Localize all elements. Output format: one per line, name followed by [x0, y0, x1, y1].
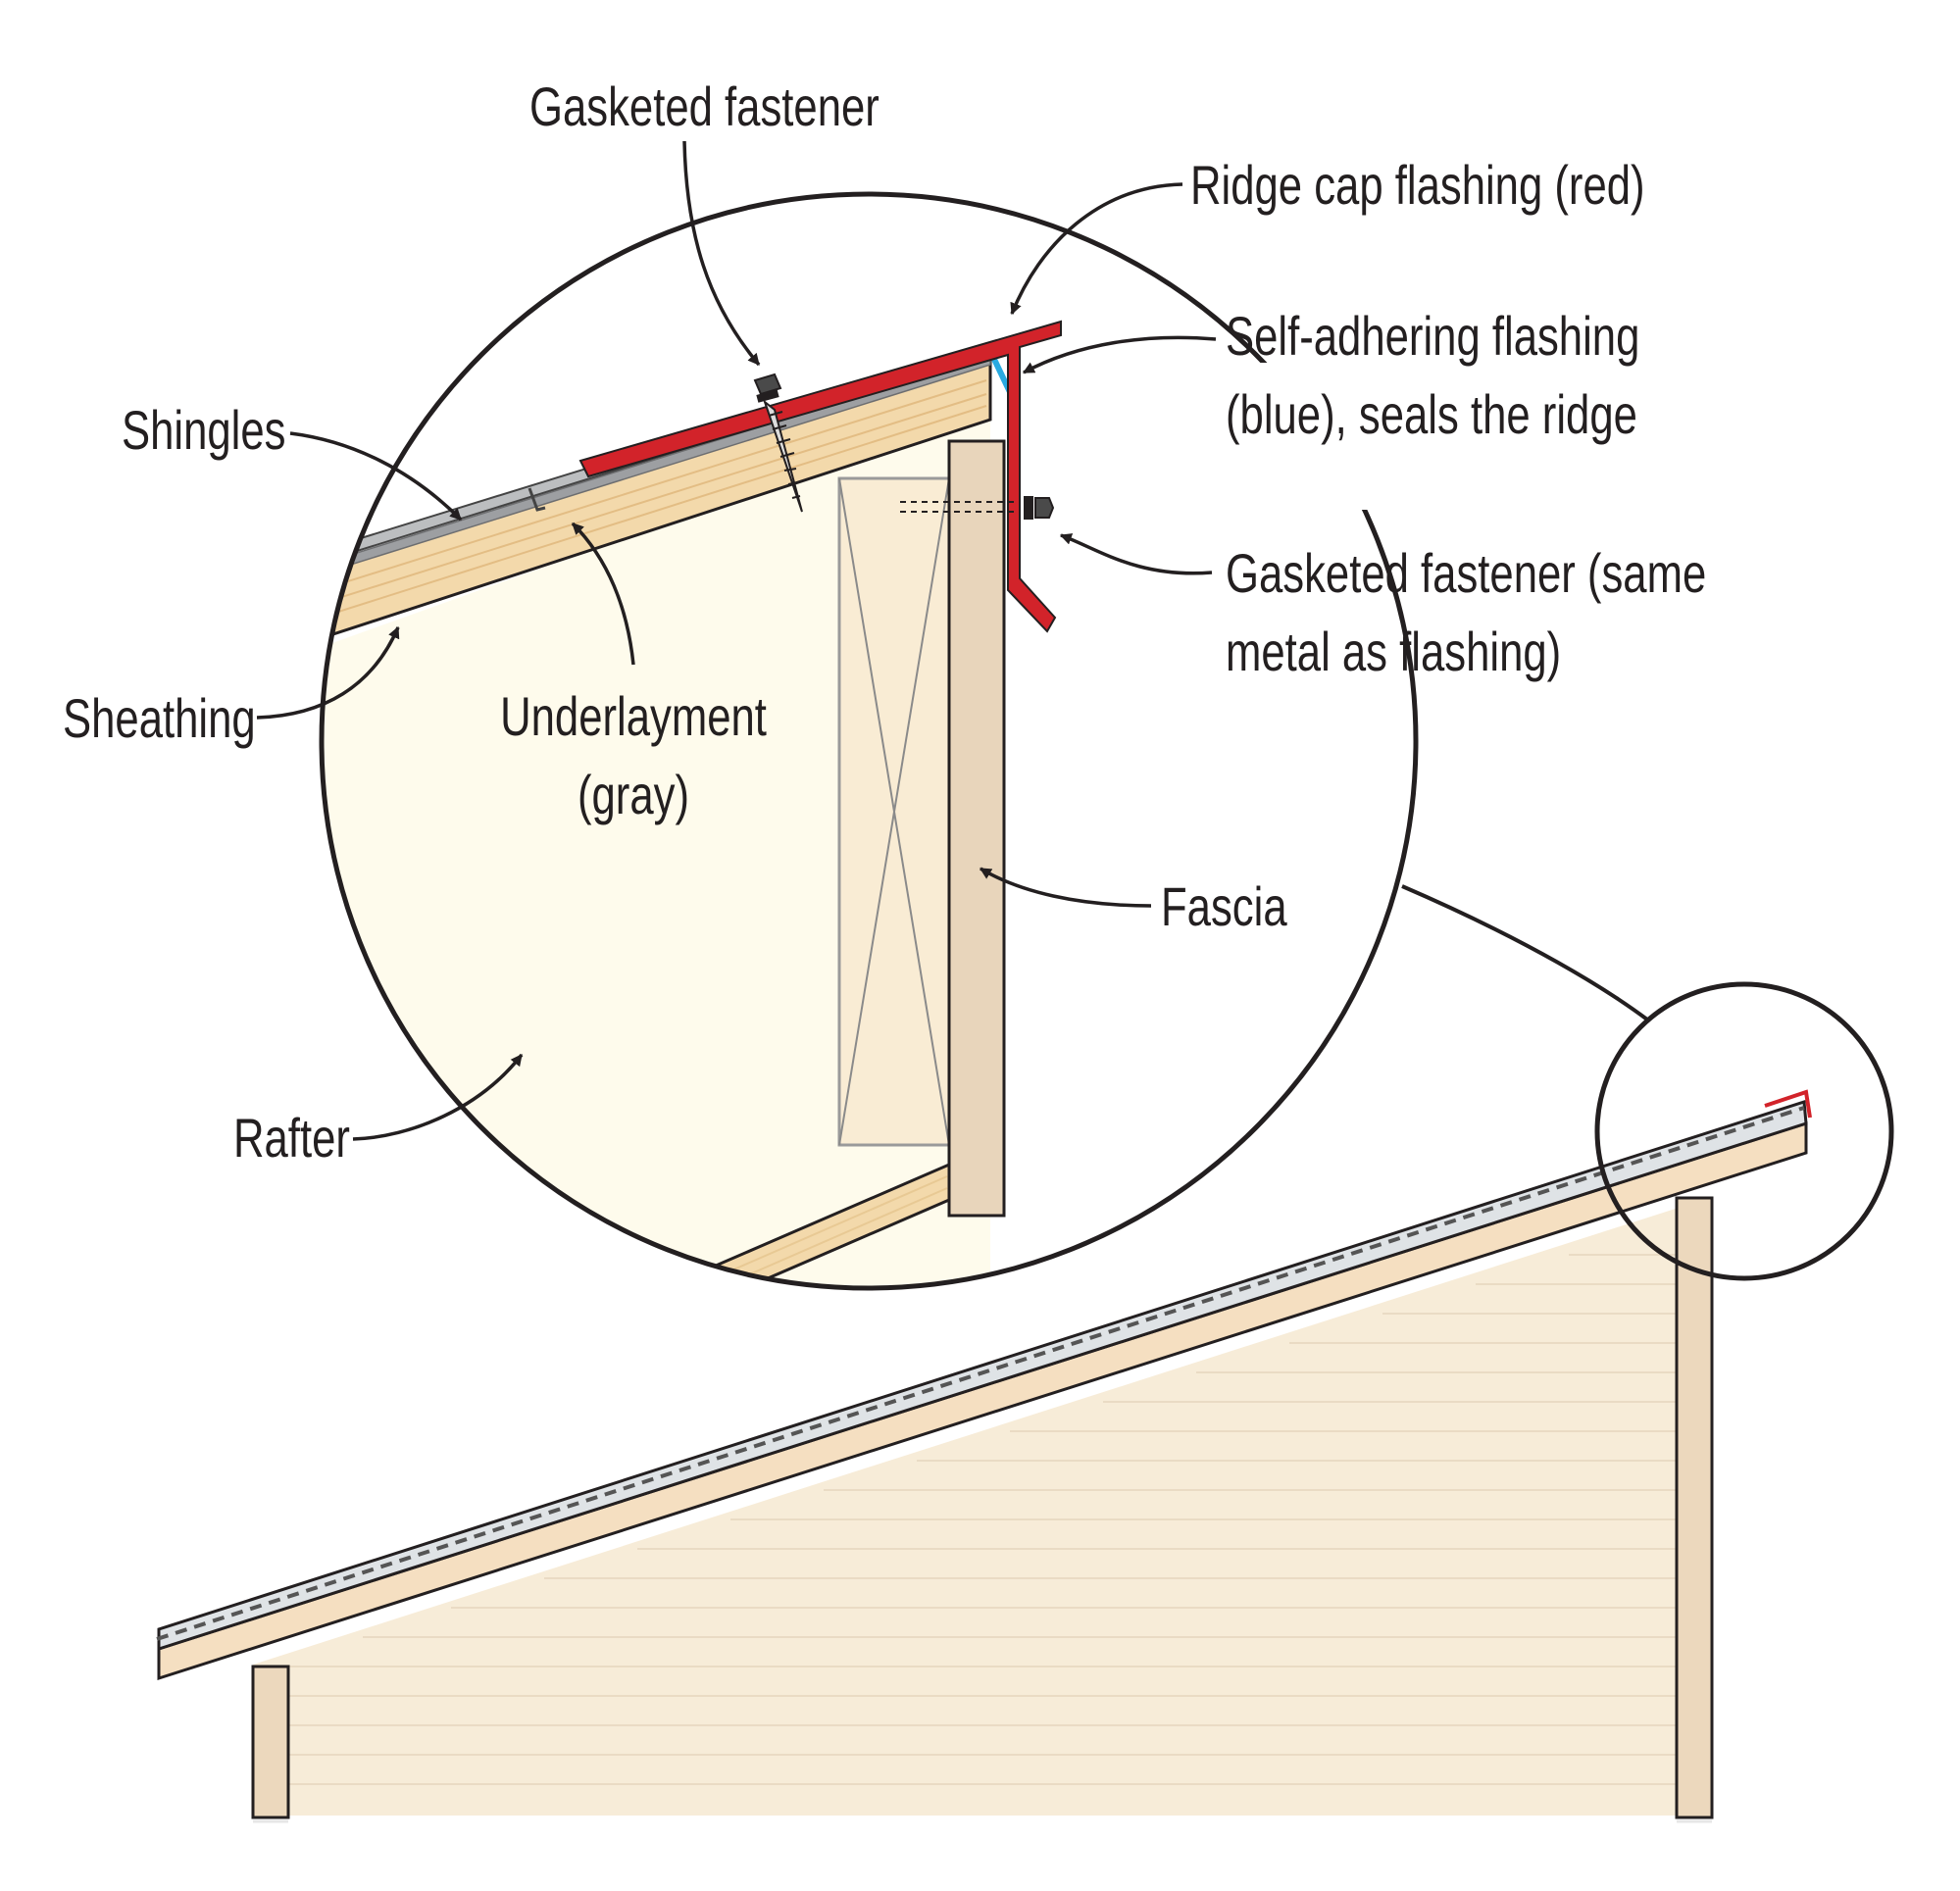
label-self-adhering-line1: Self-adhering flashing: [1226, 306, 1639, 367]
label-ridge-cap-flashing: Ridge cap flashing (red): [1190, 155, 1645, 216]
magnifier-connector: [1401, 884, 1649, 1021]
leader-self-adhering-flashing: [1022, 335, 1217, 374]
label-gasketed-fastener-side-line1: Gasketed fastener (same: [1226, 543, 1706, 604]
ridge-cap-flashing: [578, 320, 1062, 633]
leader-gasketed-fastener-side: [1059, 533, 1213, 575]
label-gasketed-fastener-top: Gasketed fastener: [529, 76, 879, 137]
leader-gasketed-fastener-top: [682, 140, 761, 367]
rafter: [322, 407, 990, 1288]
label-fascia: Fascia: [1161, 876, 1287, 937]
shed-illustration: [156, 1089, 1812, 1823]
fascia: [947, 439, 1006, 1218]
label-sheathing: Sheathing: [63, 688, 256, 749]
shed-right-corner-trim: [1675, 1196, 1714, 1819]
magnifier-small-circle: [1594, 981, 1894, 1281]
leader-ridge-cap-flashing: [1010, 182, 1183, 316]
leader-shingles: [289, 431, 463, 522]
detail-circle: [319, 191, 1419, 1291]
shed-ridge-cap-flashing: [1764, 1089, 1812, 1119]
leader-lines: [256, 140, 1217, 1141]
shed-left-corner-trim: [251, 1665, 290, 1819]
leader-sheathing: [256, 625, 400, 720]
label-self-adhering-line2: (blue), seals the ridge: [1226, 384, 1637, 445]
labels: Gasketed fastener Ridge cap flashing (re…: [63, 76, 1706, 1169]
label-underlayment-line2: (gray): [578, 765, 689, 825]
shed-wall: [253, 1206, 1684, 1816]
gasketed-fastener-top: [753, 373, 803, 513]
label-gasketed-fastener-side-line2: metal as flashing): [1226, 622, 1561, 682]
shed-shingle-edge: [156, 1106, 1805, 1641]
leader-fascia: [979, 867, 1152, 908]
gasketed-fastener-side: [900, 496, 1055, 520]
detail-view: [322, 320, 1062, 1288]
leader-underlayment: [571, 522, 635, 666]
label-rafter: Rafter: [233, 1108, 350, 1169]
leader-rafter: [352, 1053, 524, 1141]
label-underlayment-line1: Underlayment: [500, 686, 767, 747]
label-shingles: Shingles: [122, 400, 286, 461]
